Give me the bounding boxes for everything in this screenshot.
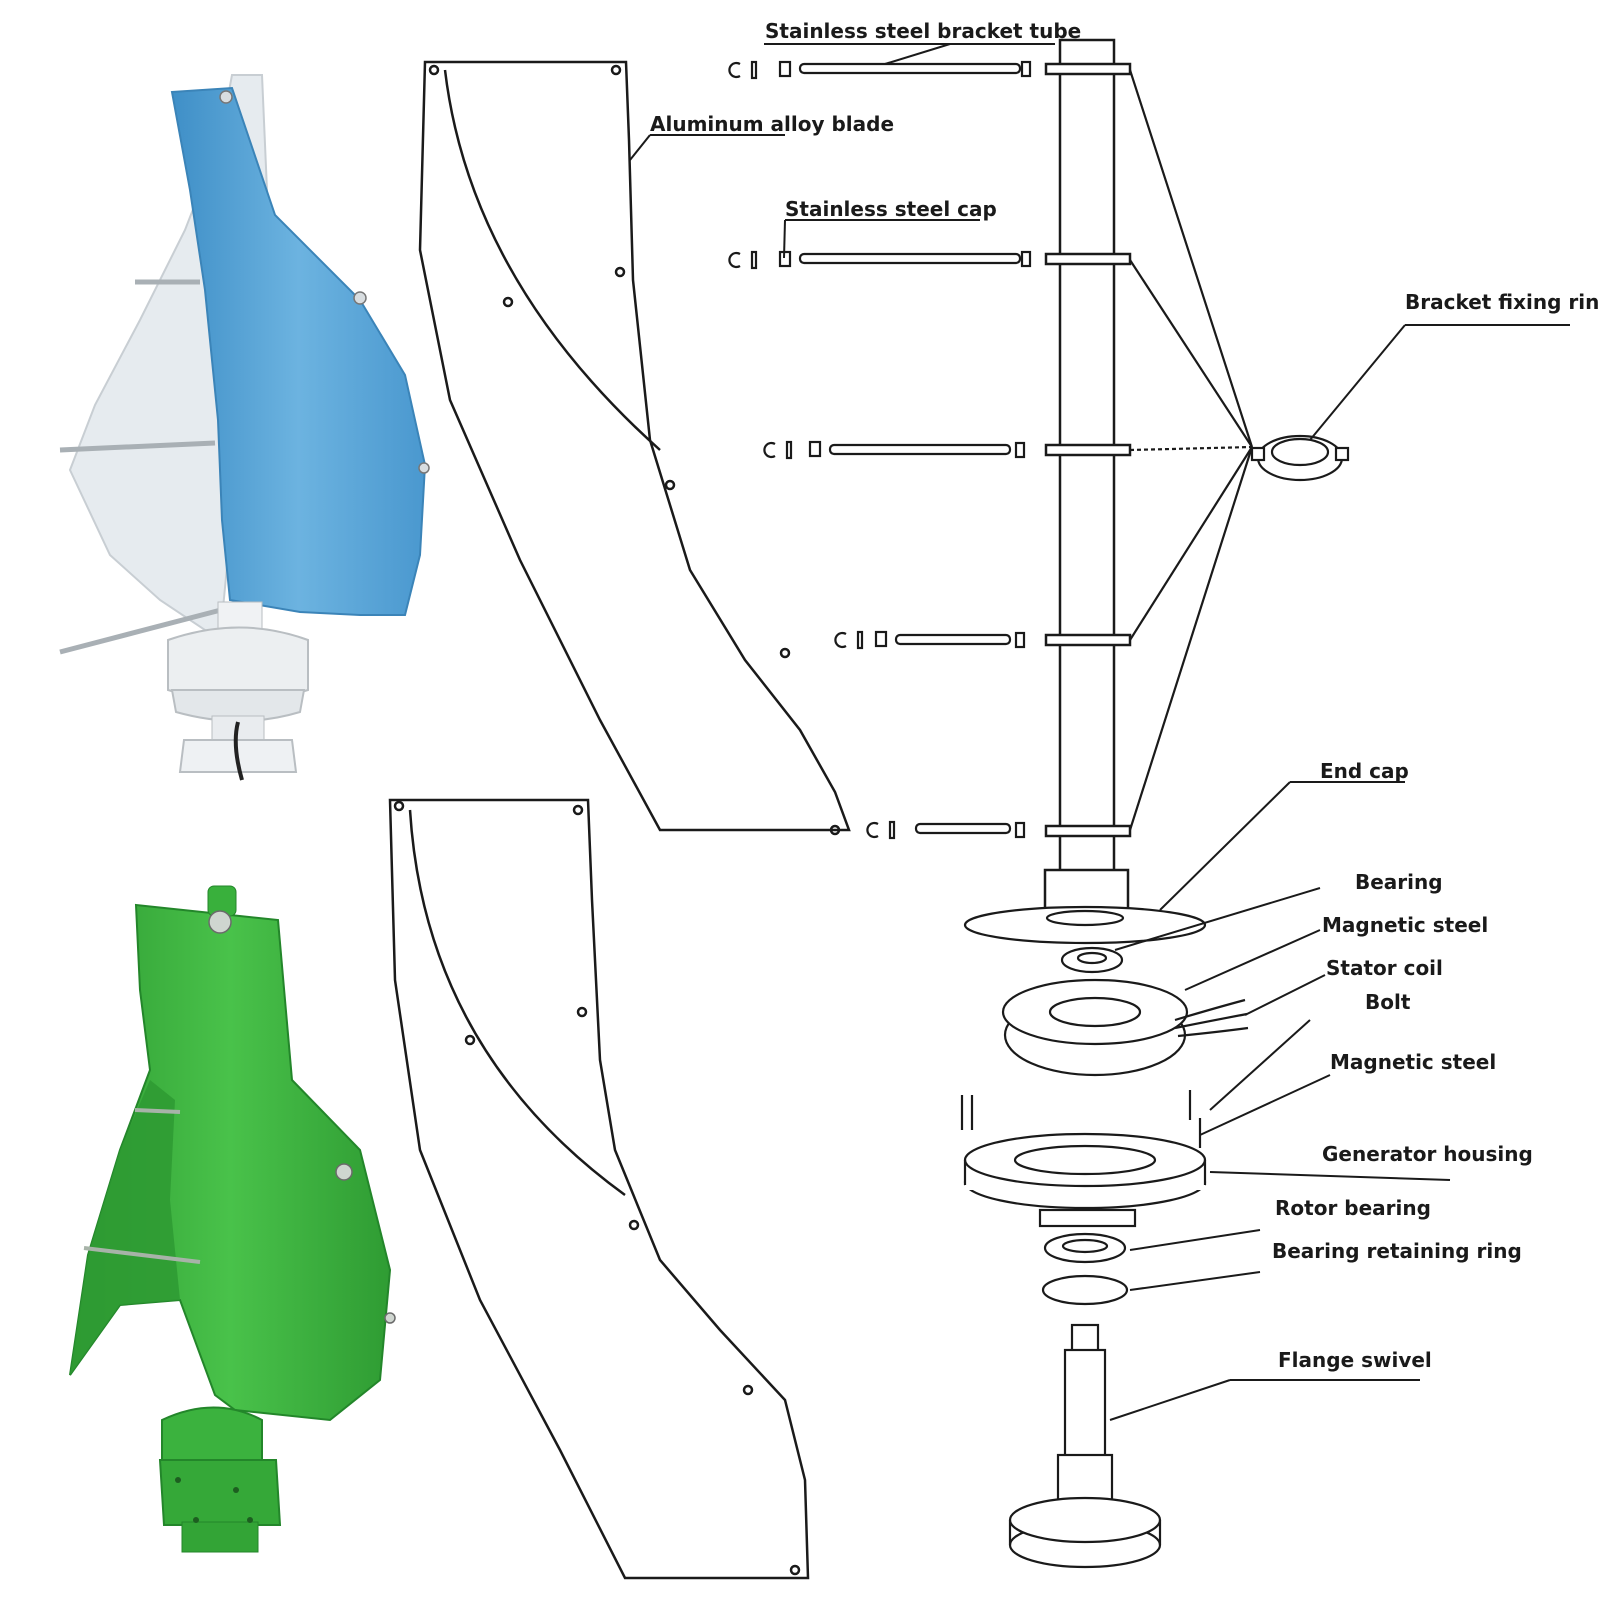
label-generator-housing: Generator housing [1322, 1142, 1533, 1166]
label-blade: Aluminum alloy blade [650, 112, 894, 136]
bracket-tubes [728, 60, 1032, 840]
label-fixing-ring: Bracket fixing ring [1405, 290, 1600, 314]
generator-assembly [960, 905, 1249, 1569]
callout-leaders [629, 43, 1570, 1421]
label-stator-coil: Stator coil [1326, 956, 1443, 980]
label-rotor-bearing: Rotor bearing [1275, 1196, 1431, 1220]
label-magnetic-steel-top: Magnetic steel [1322, 913, 1488, 937]
tube-row-4 [834, 630, 1026, 650]
shaft-drawing [1043, 38, 1132, 914]
label-bearing: Bearing [1355, 870, 1443, 894]
ring-leader-lines [1128, 69, 1254, 831]
lower-blade-drawing [388, 798, 810, 1580]
label-bracket-tube: Stainless steel bracket tube [765, 19, 1081, 43]
label-end-cap: End cap [1320, 759, 1409, 783]
green-turbine-photo [69, 885, 396, 1553]
label-bearing-retaining-ring: Bearing retaining ring [1272, 1239, 1522, 1263]
tube-row-2 [728, 250, 1032, 270]
upper-blade-drawing [418, 60, 851, 836]
tube-row-1 [728, 60, 1032, 80]
label-flange-swivel: Flange swivel [1278, 1348, 1432, 1372]
blue-turbine-photo [59, 74, 430, 781]
label-cap: Stainless steel cap [785, 197, 997, 221]
label-bolt: Bolt [1365, 990, 1411, 1014]
tube-row-5 [866, 820, 1026, 840]
tube-row-3 [763, 440, 1026, 460]
fixing-ring-drawing [1250, 434, 1350, 482]
label-magnetic-steel-bottom: Magnetic steel [1330, 1050, 1496, 1074]
